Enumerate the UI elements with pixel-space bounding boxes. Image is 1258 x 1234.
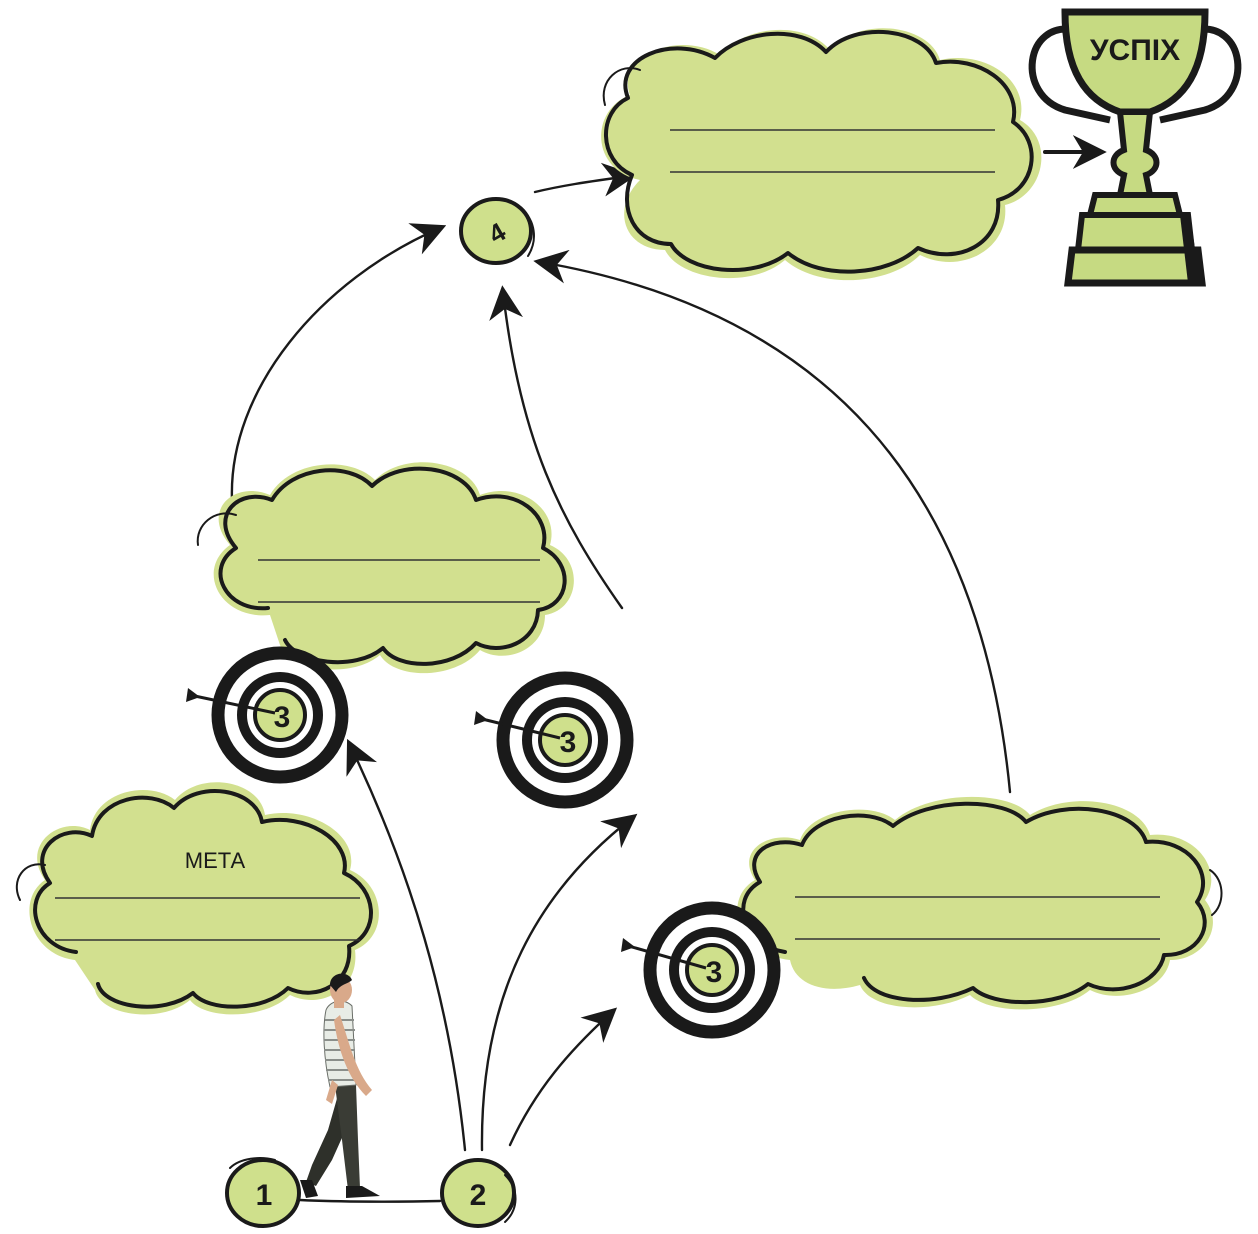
connector-arrows (230, 135, 1107, 1203)
dart-icon (624, 943, 707, 970)
arrow-2-to-target-middle (480, 813, 638, 1152)
step-node-2: 2 (440, 1158, 517, 1228)
dart-icon (189, 693, 276, 715)
arrow-cloud-left-to-4 (230, 223, 447, 502)
step-2-number: 2 (470, 1179, 487, 1212)
trophy-icon: УСПІХ (1028, 8, 1242, 287)
step-node-1: 1 (225, 1157, 301, 1228)
target-right-number: 3 (706, 956, 723, 989)
dart-icon (477, 716, 561, 740)
step-1-number: 1 (256, 1179, 273, 1212)
arrow-cloud-right-to-4 (533, 249, 1012, 794)
target-middle: 3 (474, 671, 634, 809)
cloud-goal: МЕТА (15, 782, 379, 1015)
success-label: УСПІХ (1090, 34, 1180, 67)
target-right: 3 (621, 901, 781, 1039)
goal-label: МЕТА (185, 848, 246, 873)
arrow-target-middle-to-4 (489, 285, 624, 610)
arrow-2-to-target-left (346, 738, 467, 1152)
target-left: 3 (186, 646, 349, 784)
walking-person-icon (300, 973, 380, 1198)
step-node-4: 4 (459, 197, 535, 265)
target-left-number: 3 (274, 701, 291, 734)
ground-line (298, 1198, 442, 1203)
cloud-left-middle (196, 462, 574, 674)
target-middle-number: 3 (560, 726, 577, 759)
cloud-right-bottom (737, 796, 1223, 1010)
cloud-top (601, 28, 1042, 281)
arrow-4-to-top-cloud (533, 162, 637, 197)
arrow-2-to-target-right (508, 1007, 618, 1147)
